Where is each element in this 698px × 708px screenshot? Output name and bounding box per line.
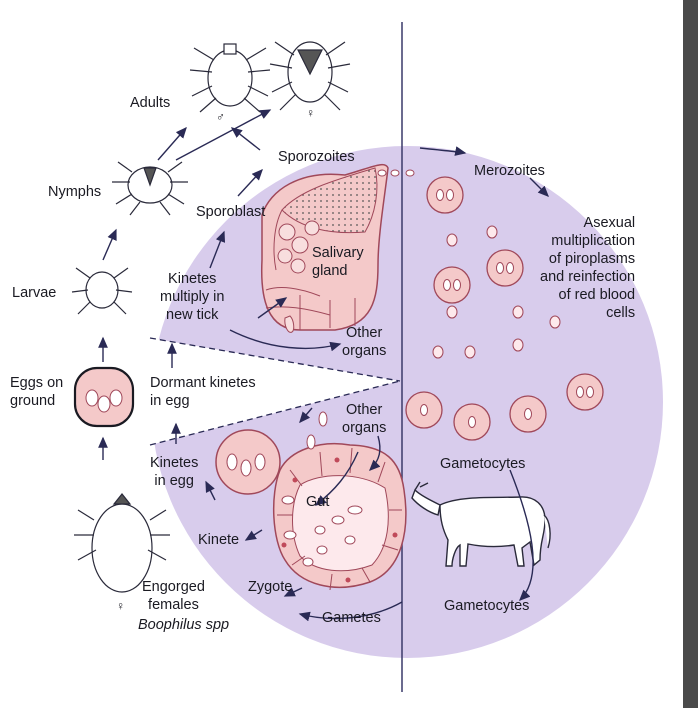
piroplasm <box>446 189 454 201</box>
red-blood-cells-group <box>405 176 604 441</box>
wedge-dashed-bottom <box>149 380 401 446</box>
tick-adult-male-icon <box>189 43 271 113</box>
label-kinetes-multiply: Kinetes multiply in new tick <box>160 271 225 323</box>
label-dormant-kinetes: Dormant kinetes in egg <box>150 375 256 409</box>
tick-larva-icon <box>71 267 133 315</box>
parasite-stages-small <box>302 169 415 567</box>
red-blood-cell <box>486 249 524 287</box>
right-edge-bar <box>683 0 698 708</box>
label-engorged-females: Engorged females <box>142 579 205 613</box>
label-eggs-on-ground: Eggs on ground <box>10 375 64 409</box>
merozoite <box>432 345 444 359</box>
label-larvae: Larvae <box>12 285 57 301</box>
cycle-arrows <box>98 109 549 622</box>
tick-adult-female-icon <box>269 41 351 111</box>
label-sporozoites: Sporozoites <box>278 149 355 165</box>
piroplasm <box>453 279 461 291</box>
label-salivary-gland: Salivary gland <box>312 245 364 279</box>
red-blood-cell <box>566 373 604 411</box>
label-gametes: Gametes <box>322 610 381 626</box>
piroplasm <box>586 386 594 398</box>
merozoite <box>549 315 561 329</box>
male-symbol: ♂ <box>216 110 225 124</box>
label-gametocytes-middle: Gametocytes <box>440 456 526 472</box>
piroplasm <box>468 416 476 428</box>
label-zygote: Zygote <box>248 579 293 595</box>
female-symbol-engorged: ♀ <box>116 599 125 613</box>
piroplasm <box>496 262 504 274</box>
label-boophilus: Boophilus spp <box>138 617 230 633</box>
label-gut: Gut <box>306 494 330 510</box>
piroplasm <box>524 408 532 420</box>
piroplasm <box>443 279 451 291</box>
red-blood-cell <box>433 266 471 304</box>
egg-wedge-cutout <box>150 338 400 445</box>
cow-icon <box>411 481 551 567</box>
merozoite <box>446 233 458 247</box>
salivary-gland-shape <box>260 163 389 333</box>
piroplasm <box>506 262 514 274</box>
label-merozoites: Merozoites <box>474 163 545 179</box>
kinetes-egg-icon <box>215 429 281 495</box>
red-blood-cell <box>426 176 464 214</box>
merozoite <box>512 305 524 319</box>
label-sporoblast: Sporoblast <box>196 204 266 220</box>
piroplasm <box>576 386 584 398</box>
tick-nymph-icon <box>112 161 188 216</box>
merozoite <box>464 345 476 359</box>
merozoite <box>446 305 458 319</box>
merozoite <box>512 338 524 352</box>
label-nymphs: Nymphs <box>48 184 102 200</box>
label-other-organs-lower: Other organs <box>342 402 387 436</box>
wedge-dashed-top <box>149 337 401 382</box>
piroplasm <box>436 189 444 201</box>
merozoite <box>486 225 498 239</box>
tick-engorged-female-icon <box>74 493 170 593</box>
label-gametocytes-bottom: Gametocytes <box>444 598 530 614</box>
label-kinetes-in-egg: Kinetes in egg <box>150 455 199 489</box>
label-asexual-multiplication: Asexual multiplication of piroplasms and… <box>540 215 636 321</box>
label-kinete: Kinete <box>198 532 240 548</box>
label-adults: Adults <box>130 95 171 111</box>
female-symbol-adult: ♀ <box>306 106 315 120</box>
piroplasm <box>420 404 428 416</box>
label-other-organs-upper: Other organs <box>342 325 387 359</box>
egg-on-ground-icon <box>73 366 135 428</box>
